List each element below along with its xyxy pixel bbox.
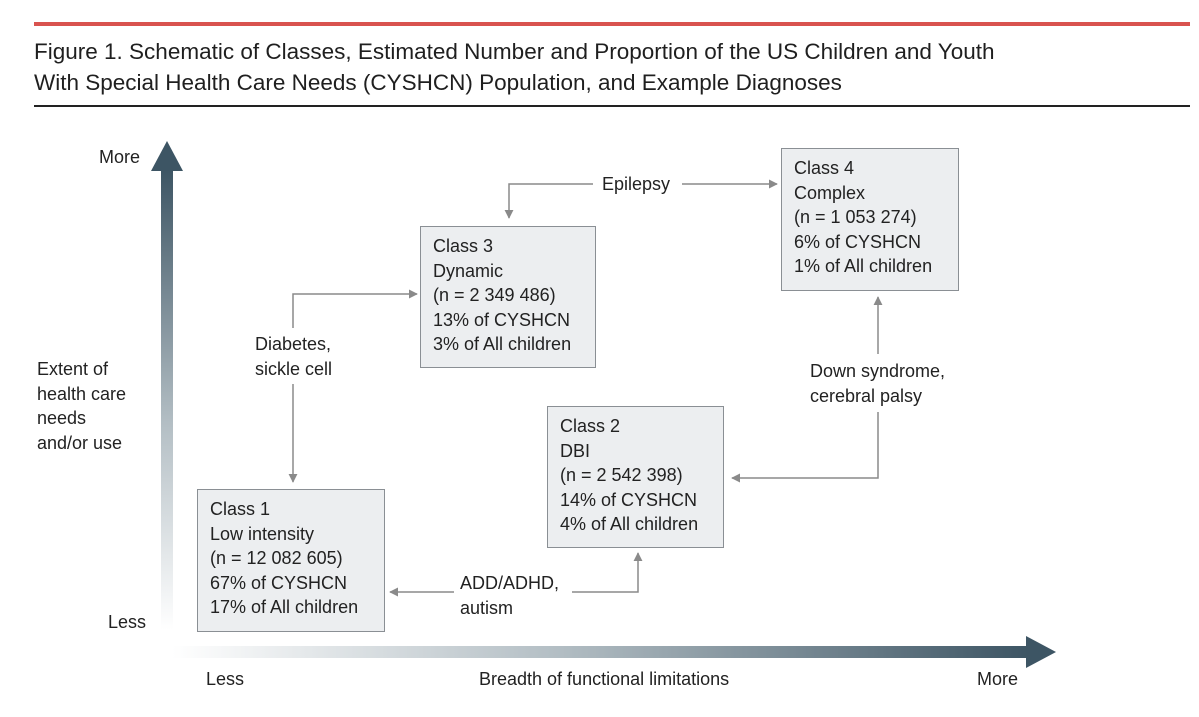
adhd-connector-to-class2: [572, 552, 643, 593]
class-count: (n = 1 053 274): [794, 207, 917, 227]
diagnosis-line: Diabetes,: [255, 334, 332, 354]
class-name: Class 2: [560, 416, 621, 436]
class-type: Dynamic: [433, 260, 504, 281]
class-name: Class 1: [210, 499, 271, 519]
x-axis-right-label: More: [977, 669, 1019, 689]
diagnosis-line: Down syndrome,: [810, 361, 946, 381]
x-axis-arrowhead: [1026, 636, 1056, 668]
class-pct-cyshcn: 13% of CYSHCN: [433, 309, 571, 330]
class-pct-all: 4% of All children: [560, 514, 699, 534]
epilepsy-connector-to-class3: [504, 183, 593, 219]
class-name: Class 3: [433, 236, 494, 256]
diagnosis-adhd-label: ADD/ADHD, autism: [460, 571, 559, 620]
y-axis-title-line: and/or use: [37, 432, 123, 453]
diagnosis-line: cerebral palsy: [810, 385, 923, 406]
x-axis-left-label: Less: [206, 669, 245, 689]
class-pct-all: 1% of All children: [794, 256, 933, 276]
diagnosis-down-syndrome-label: Down syndrome, cerebral palsy: [810, 359, 945, 408]
title-underline-rule: [34, 105, 1190, 107]
figure-title-line-1: Figure 1. Schematic of Classes, Estimate…: [34, 39, 995, 64]
class-type: DBI: [560, 440, 591, 461]
class-3-box: Class 3 Dynamic (n = 2 349 486) 13% of C…: [420, 226, 596, 368]
class-pct-all: 17% of All children: [210, 597, 359, 617]
y-axis-title-line: Extent of: [37, 359, 109, 379]
y-axis-top-label: More: [99, 147, 141, 167]
figure-title: Figure 1. Schematic of Classes, Estimate…: [34, 36, 1184, 98]
diagnosis-line: autism: [460, 597, 514, 618]
class-pct-cyshcn: 6% of CYSHCN: [794, 231, 922, 252]
y-axis-title-line: needs: [37, 408, 87, 428]
class-count: (n = 2 349 486): [433, 285, 556, 305]
class-count: (n = 12 082 605): [210, 548, 343, 568]
class-2-box: Class 2 DBI (n = 2 542 398) 14% of CYSHC…: [547, 406, 724, 548]
diagnosis-line: sickle cell: [255, 358, 333, 379]
diagnosis-epilepsy-label: Epilepsy: [602, 174, 671, 194]
y-axis-title-line: health care: [37, 383, 127, 404]
y-axis-arrowhead: [151, 141, 183, 171]
class-name: Class 4: [794, 158, 855, 178]
class-count: (n = 2 542 398): [560, 465, 683, 485]
diabetes-connector-to-class3: [292, 289, 418, 328]
class-pct-cyshcn: 14% of CYSHCN: [560, 489, 698, 510]
class-type: Low intensity: [210, 523, 315, 544]
y-axis-title: Extent of health care needs and/or use: [37, 357, 126, 455]
y-axis-shaft: [161, 170, 173, 630]
figure-title-line-2: With Special Health Care Needs (CYSHCN) …: [34, 70, 842, 95]
title-accent-rule: [34, 22, 1190, 26]
class-1-box: Class 1 Low intensity (n = 12 082 605) 6…: [197, 489, 385, 632]
class-4-box: Class 4 Complex (n = 1 053 274) 6% of CY…: [781, 148, 959, 291]
diagnosis-diabetes-label: Diabetes, sickle cell: [255, 332, 332, 381]
diagnosis-line: ADD/ADHD,: [460, 573, 560, 593]
x-axis-shaft: [172, 646, 1028, 658]
down-connector-to-class2: [731, 412, 879, 483]
class-type: Complex: [794, 182, 866, 203]
class-pct-cyshcn: 67% of CYSHCN: [210, 572, 348, 593]
class-pct-all: 3% of All children: [433, 334, 572, 354]
y-axis-bottom-label: Less: [108, 612, 147, 632]
x-axis-title: Breadth of functional limitations: [479, 669, 730, 689]
